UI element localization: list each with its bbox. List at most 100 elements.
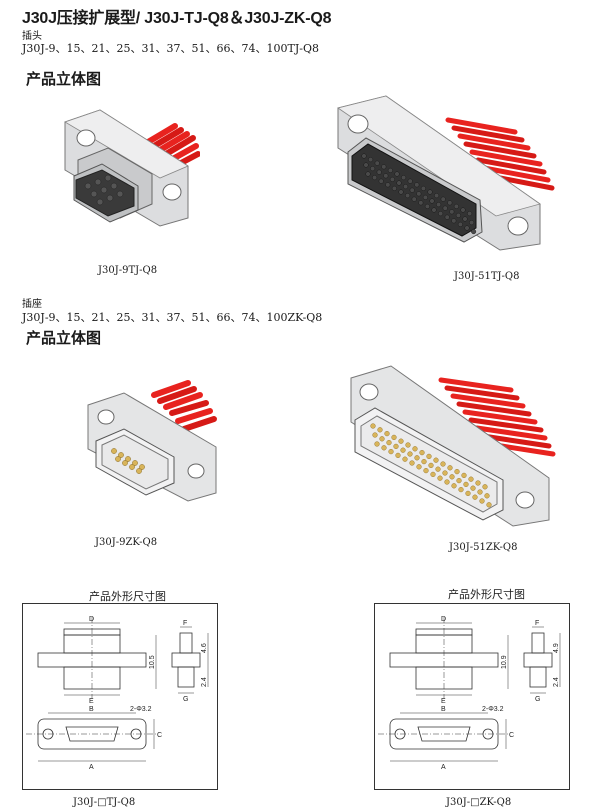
contact [374,441,380,447]
contact [405,193,411,199]
contact [465,490,471,497]
contact [395,452,401,459]
contact [438,211,444,217]
contact [361,153,367,159]
page-title: J30J压接扩展型/ J30J-TJ-Q8＆J30J-ZK-Q8 [22,10,332,27]
contact [411,196,417,202]
dim-f-label: F [535,620,539,627]
contact [442,205,448,211]
dim-c-label: C [509,732,514,739]
contact [479,498,485,504]
contact [393,443,399,450]
contact [477,489,483,495]
dimension-drawing-tj: D E 10.5 F G 4.6 2.4 B A C 2-Φ3.2 [22,603,218,790]
drawing-caption-2: J30J-□ZK-Q8 [446,797,512,808]
contact [451,218,457,224]
contact [456,477,462,484]
contact [391,185,397,191]
plug-caption-2: J30J-51TJ-Q8 [454,271,520,282]
dim-height-label: 10.5 [149,655,156,669]
socket-51-render [350,365,556,527]
contact [402,456,408,462]
contact [449,474,455,480]
drawing-title-1: 产品外形尺寸图 [89,590,166,603]
contact [416,464,422,470]
contact [372,175,378,181]
contact [424,203,430,209]
contact [460,207,466,213]
contact [451,483,457,489]
contact [420,185,426,191]
contact [379,436,385,442]
dimension-drawing-zk: D E 10.9 F G 4.9 2.4 B A C 2-Φ3.2 [374,603,570,790]
drawing-title-2: 产品外形尺寸图 [448,588,525,601]
plug-51-render [337,95,555,251]
contact [429,198,435,204]
contact [414,182,420,188]
contact [475,480,481,486]
wire-bundle [151,380,217,432]
contact [468,476,474,482]
contact [394,171,400,177]
plug-9-render [64,109,200,227]
contact [436,202,442,208]
contact [464,225,470,231]
contact [437,475,443,481]
contact [431,207,437,213]
dim-a-label: A [89,764,94,771]
contact [486,502,492,508]
contact [412,446,418,452]
contact [416,191,422,197]
dim-d-label: D [441,616,446,623]
contact [421,458,427,465]
contact [389,176,395,182]
contact [398,438,404,444]
socket-heading: 产品立体图 [26,330,102,347]
contact [396,180,402,186]
contact [398,189,404,195]
socket-series: J30J-9、15、21、25、31、37、51、66、74、100ZK-Q8 [22,311,323,324]
dim-f-label: F [183,620,187,627]
contact [374,160,380,166]
dim-e-label: E [89,698,94,705]
socket-9-render [87,380,217,502]
contact [383,173,389,179]
contact [444,479,450,485]
contact [419,449,425,456]
contact [440,196,446,202]
contact [405,442,411,448]
plug-heading: 产品立体图 [26,71,102,88]
contact [447,465,453,471]
contact [368,157,374,163]
contact [385,182,391,188]
contact [386,439,392,446]
contact [472,494,478,500]
contact [365,171,371,177]
contact [469,220,475,226]
contact [387,167,393,173]
dim-pin-label: 2.4 [201,677,208,687]
plug-caption-1: J30J-9TJ-Q8 [98,265,158,276]
contact [444,214,450,220]
dim-pin-label: 2.4 [553,677,560,687]
contact [447,200,453,206]
contact [414,455,420,461]
socket-caption-1: J30J-9ZK-Q8 [95,537,158,548]
dim-flange-label: 4.9 [553,643,560,653]
contact [470,485,476,491]
drawing-caption-1: J30J-□TJ-Q8 [73,797,136,808]
contact [370,423,376,429]
socket-caption-2: J30J-51ZK-Q8 [449,542,518,553]
contact [381,164,387,170]
contact [363,162,369,168]
contact [430,471,436,478]
contact [372,432,378,438]
plug-label: 插头 [22,31,42,42]
dim-g-label: G [535,696,540,703]
dim-hole-label: 2-Φ3.2 [482,706,504,713]
contact [484,493,490,499]
dim-a-label: A [441,764,446,771]
socket-label: 插座 [22,299,42,310]
contact [400,447,406,453]
contact [426,453,432,460]
